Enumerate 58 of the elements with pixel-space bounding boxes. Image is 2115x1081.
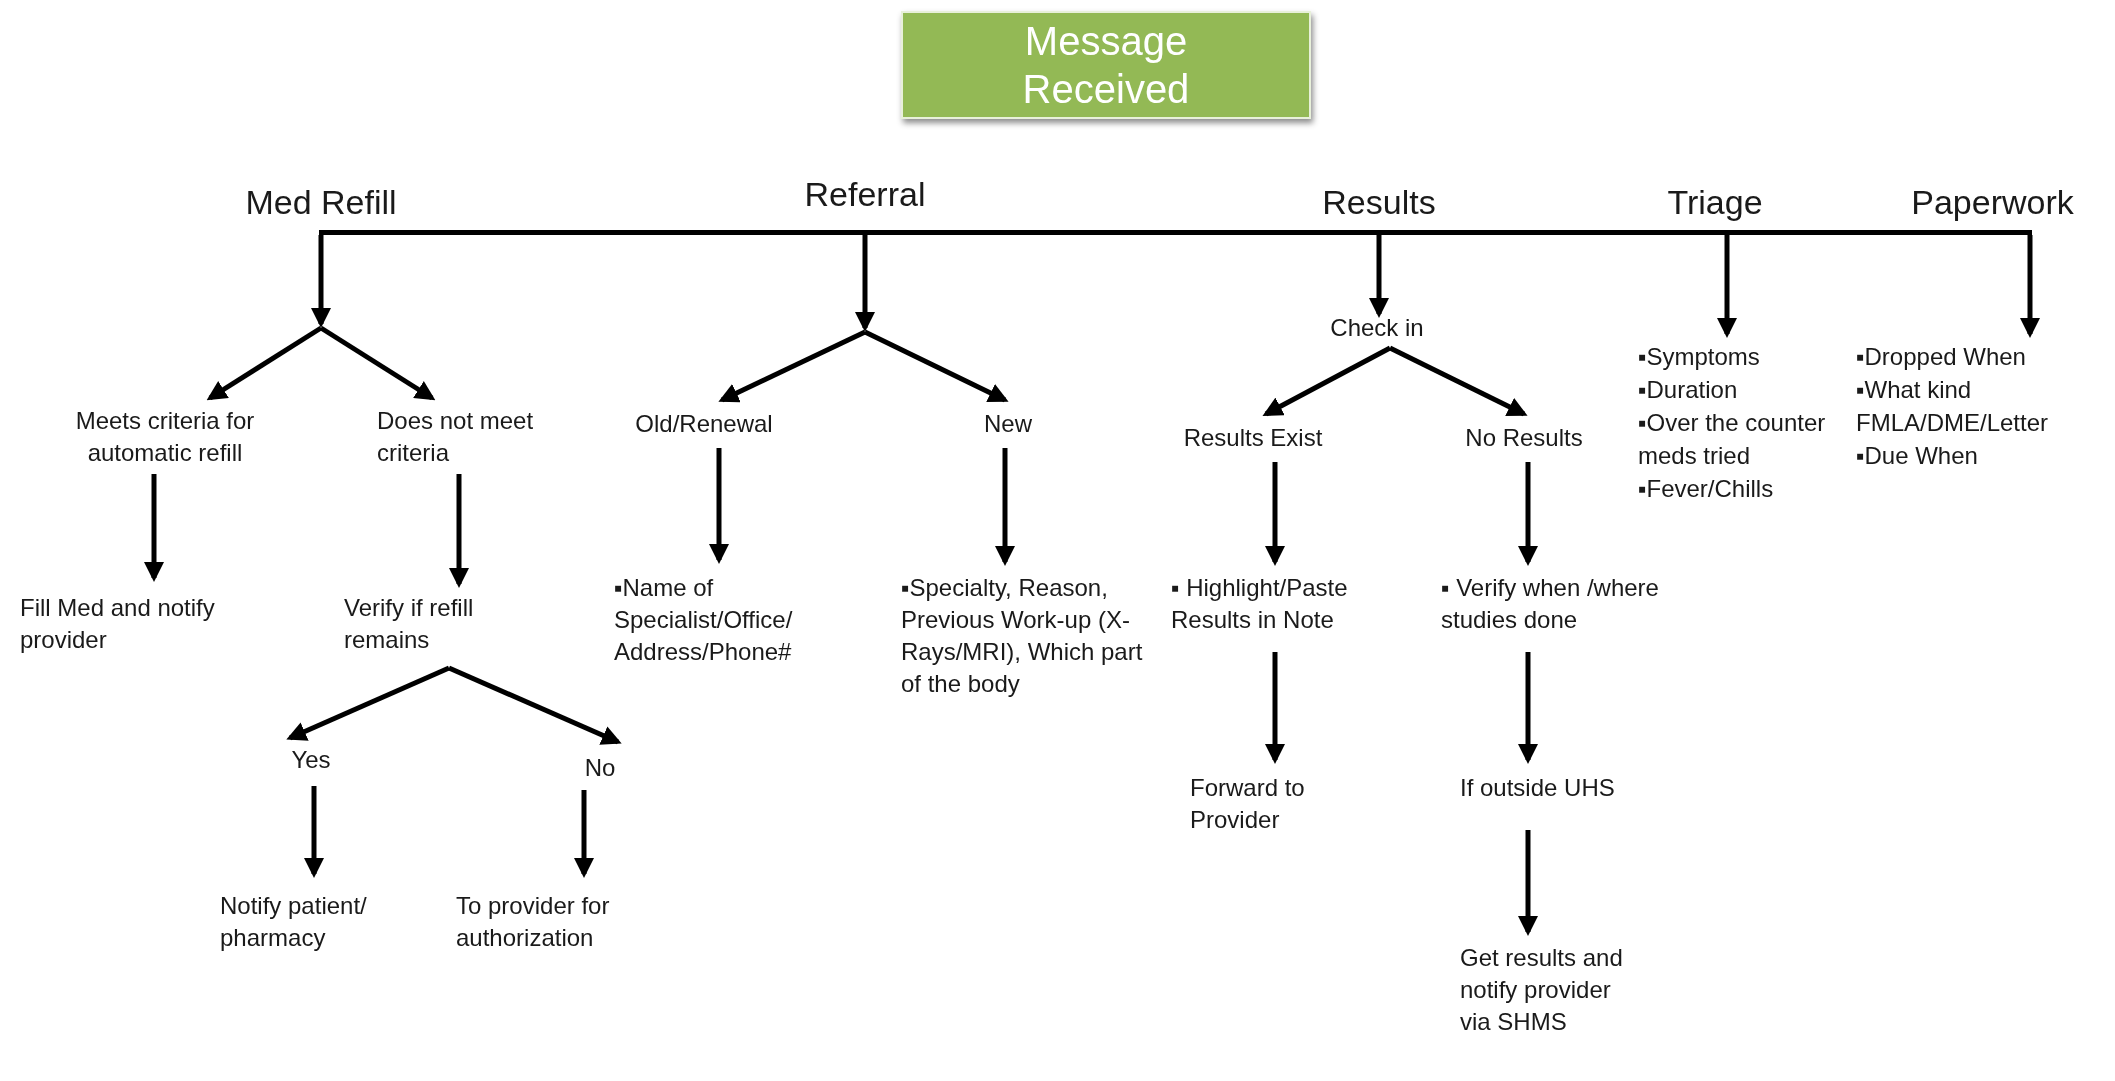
bus-bar (319, 230, 2032, 235)
step-text: Results Exist (1163, 422, 1343, 454)
step-text: Old/Renewal (604, 408, 804, 440)
arrow (206, 325, 323, 401)
category-heading: Paperwork (1880, 180, 2105, 225)
arrow (448, 665, 622, 745)
step-text: If outside UHS (1460, 772, 1620, 804)
list-item-text: ▪Over the counter meds tried (1638, 408, 1827, 471)
arrow (319, 325, 436, 401)
arrow (1369, 235, 1389, 318)
arrow (1518, 462, 1538, 566)
step-text: Verify if refill remains (344, 592, 554, 656)
list-item-text: ▪Due When (1856, 441, 1979, 471)
list-item-text: ▪Dropped When (1856, 342, 2027, 372)
step-text: Check in (1307, 312, 1447, 344)
step-text: Meets criteria for automatic refill (40, 405, 290, 469)
step-text: No Results (1444, 422, 1604, 454)
step-text: ▪Specialty, Reason, Previous Work-up (X-Rays/MRI), Which part of the body (901, 572, 1156, 700)
step-text: ▪Name of Specialist/Office/ Address/Phone# (614, 572, 869, 668)
arrow (995, 448, 1015, 566)
list-item-text: ▪Fever/Chills (1638, 474, 1775, 504)
category-heading: Triage (1615, 180, 1815, 225)
arrow (863, 329, 1009, 403)
list-item-text: ▪Duration (1638, 375, 1739, 405)
arrow (718, 329, 867, 403)
arrow (709, 448, 729, 564)
arrow (1265, 462, 1285, 566)
step-text: No (560, 752, 640, 784)
arrow (1717, 235, 1737, 338)
category-heading: Referral (755, 172, 975, 217)
step-text: To provider for authorization (456, 890, 696, 954)
arrow (449, 474, 469, 588)
step-text: ▪ Verify when /where studies done (1441, 572, 1671, 636)
category-heading: Results (1269, 180, 1489, 225)
arrow (311, 235, 331, 328)
arrow (574, 790, 594, 878)
arrow (144, 474, 164, 582)
arrow (304, 786, 324, 878)
list-item-text: ▪What kind FMLA/DME/Letter (1856, 375, 2050, 438)
arrow (1265, 652, 1285, 764)
step-text: Does not meet criteria (377, 405, 592, 469)
step-text: New (958, 408, 1058, 440)
step-text: Fill Med and notify provider (20, 592, 250, 656)
arrow (1518, 652, 1538, 764)
arrow (286, 665, 450, 741)
step-text: Get results and notify provider via SHMS (1460, 942, 1640, 1038)
arrow (2020, 235, 2040, 338)
arrow (855, 235, 875, 332)
step-text: ▪ Highlight/Paste Results in Note (1171, 572, 1411, 636)
message-received-box: Message Received (901, 11, 1311, 119)
arrow (1388, 345, 1528, 417)
arrow (1262, 345, 1392, 417)
step-text: Forward to Provider (1190, 772, 1370, 836)
step-text: Yes (261, 744, 361, 776)
list-item-text: ▪Symptoms (1638, 342, 1761, 372)
step-text: Notify patient/ pharmacy (220, 890, 440, 954)
category-heading: Med Refill (211, 180, 431, 225)
arrow (1518, 830, 1538, 936)
